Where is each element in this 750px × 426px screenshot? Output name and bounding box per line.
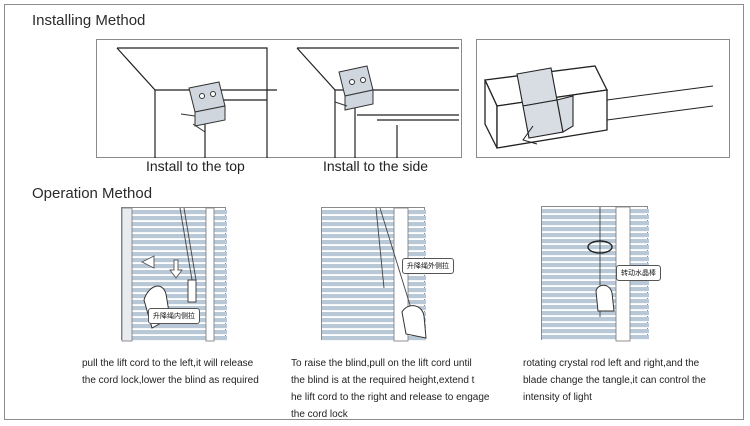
operation-step-2-panel: 升降绳外侧拉: [321, 207, 454, 342]
bracket-side: [334, 65, 374, 111]
step-2-line-4: the cord lock: [291, 409, 348, 420]
blind-slat: [542, 257, 649, 261]
blind-slat: [322, 312, 426, 316]
blind-slat: [322, 276, 426, 280]
blind-slat: [542, 305, 649, 309]
blind-slat: [322, 240, 426, 244]
blind-slat: [322, 330, 426, 334]
step-2-line-1: To raise the blind,pull on the lift cord…: [291, 358, 472, 369]
blind-slat: [322, 264, 426, 268]
blind-slat: [122, 324, 227, 328]
step-1-description: pull the lift cord to the left,it will r…: [82, 355, 259, 389]
step-3-line-1: rotating crystal rod left and right,and …: [523, 358, 700, 369]
blind-slat: [542, 269, 649, 273]
step-2-line-3: he lift cord to the right and release to…: [291, 392, 490, 403]
operation-step-3-panel: 转动水晶棒: [541, 206, 661, 342]
blind-slat: [322, 228, 426, 232]
blind-slat: [122, 282, 227, 286]
blind-slat: [322, 258, 426, 262]
blind-slat: [122, 234, 227, 238]
blind-slat: [542, 311, 649, 315]
blind-slat: [122, 216, 227, 220]
blind-slat: [322, 288, 426, 292]
blind-slat: [322, 222, 426, 226]
step-2-tag: 升降绳外侧拉: [402, 258, 454, 274]
blind-slat: [542, 221, 649, 225]
blind-slat: [542, 275, 649, 279]
step-3-line-3: intensity of light: [523, 392, 592, 403]
blind-slat: [122, 276, 227, 280]
blind-slat: [322, 270, 426, 274]
blind-slat: [322, 300, 426, 304]
install-diagram-panel: [96, 39, 462, 158]
blind-slat: [322, 318, 426, 322]
blind-slat: [542, 245, 649, 249]
blind-slat: [122, 210, 227, 214]
outer-frame: [4, 4, 744, 420]
step-3-line-2: blade change the tangle,it can control t…: [523, 375, 706, 386]
blind-slat: [122, 288, 227, 292]
blind-slat: [542, 335, 649, 339]
blind-slat: [322, 282, 426, 286]
blind-slat: [542, 323, 649, 327]
blind-slat: [122, 336, 227, 340]
bracket-top: [180, 81, 226, 133]
step-2-slats: [322, 210, 426, 341]
blind-slat: [542, 299, 649, 303]
blind-slat: [322, 324, 426, 328]
blind-slat: [542, 329, 649, 333]
operation-step-1-panel: 升降绳内侧拉: [121, 207, 227, 342]
step-3-description: rotating crystal rod left and right,and …: [523, 355, 706, 406]
blind-slat: [122, 300, 227, 304]
blind-slat: [122, 228, 227, 232]
blind-slat: [122, 330, 227, 334]
blind-slat: [322, 234, 426, 238]
caption-install-side: Install to the side: [323, 158, 429, 174]
blind-slat: [122, 246, 227, 250]
blind-slat: [322, 246, 426, 250]
step-2-line-2: the blind is at the required height,exte…: [291, 375, 475, 386]
blind-slat: [122, 222, 227, 226]
blind-slat: [542, 263, 649, 267]
blind-slat: [322, 216, 426, 220]
step-2-description: To raise the blind,pull on the lift cord…: [291, 355, 489, 423]
blind-slat: [542, 227, 649, 231]
bracket-closeup-panel: [476, 39, 730, 158]
step-1-line-1: pull the lift cord to the left,it will r…: [82, 358, 254, 369]
blind-slat: [322, 306, 426, 310]
blind-slat: [122, 294, 227, 298]
blind-slat: [542, 215, 649, 219]
blind-slat: [542, 287, 649, 291]
blind-slat: [122, 252, 227, 256]
blind-slat: [322, 210, 426, 214]
blind-slat: [542, 233, 649, 237]
operation-heading: Operation Method: [32, 185, 153, 202]
blind-slat: [542, 281, 649, 285]
step-1-line-2: the cord lock,lower the blind as require…: [82, 375, 259, 386]
step-2-illustration: [322, 207, 427, 342]
install-diagram: [116, 47, 459, 158]
bracket-closeup: [484, 65, 714, 149]
blind-slat: [542, 209, 649, 213]
step-1-tag: 升降绳内侧拉: [148, 308, 200, 324]
blind-slat: [122, 240, 227, 244]
caption-install-top: Install to the top: [146, 158, 245, 174]
blind-slat: [322, 252, 426, 256]
blind-slat: [542, 293, 649, 297]
installing-heading: Installing Method: [32, 12, 146, 29]
blind-slat: [322, 336, 426, 340]
blind-slat: [322, 294, 426, 298]
step-3-tag: 转动水晶棒: [616, 265, 661, 281]
blind-slat: [542, 317, 649, 321]
